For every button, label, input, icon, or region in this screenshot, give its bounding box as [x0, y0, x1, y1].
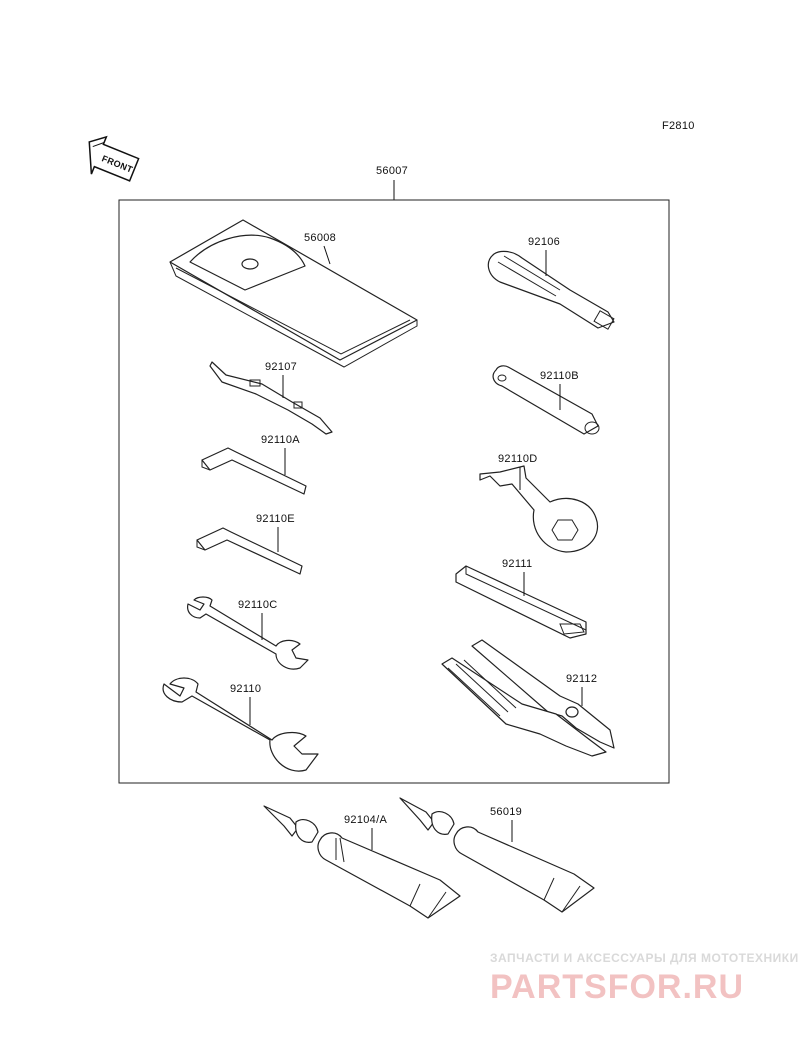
front-arrow-icon: FRONT — [88, 135, 140, 182]
label-92110c: 92110C — [238, 599, 278, 611]
label-92104a: 92104/A — [344, 814, 387, 826]
open-end-wrench-small-illustration — [187, 596, 309, 670]
open-end-wrench-large-illustration — [162, 677, 319, 772]
watermark-tagline: ЗАПЧАСТИ И АКСЕССУАРЫ ДЛЯ МОТОТЕХНИКИ — [490, 951, 799, 965]
label-92106: 92106 — [528, 236, 560, 248]
grease-tube-a-illustration — [263, 805, 461, 919]
box-spanner-illustration — [492, 365, 600, 435]
label-56008: 56008 — [304, 232, 336, 244]
label-92110b: 92110B — [540, 370, 579, 382]
screwdriver-bit-illustration — [209, 361, 333, 435]
grease-tube-b-illustration — [399, 797, 595, 913]
ring-wrench-illustration — [479, 465, 599, 553]
watermark-logo: PARTSFOR.RU — [490, 968, 744, 1006]
label-92107: 92107 — [265, 361, 297, 373]
assembly-label: 56007 — [376, 165, 408, 177]
label-92110d: 92110D — [498, 453, 538, 465]
screwdriver-handle-illustration — [487, 250, 615, 330]
pliers-illustration — [441, 639, 615, 757]
toolkit-frame — [118, 199, 670, 784]
extension-bar-illustration — [455, 565, 587, 639]
label-92111: 92111 — [502, 558, 532, 570]
tool-bag-illustration — [169, 219, 418, 368]
label-92110e: 92110E — [256, 513, 295, 525]
figure-code: F2810 — [662, 120, 695, 132]
hex-wrench-a-illustration — [201, 447, 307, 495]
label-56019: 56019 — [490, 806, 522, 818]
hex-wrench-e-illustration — [196, 527, 303, 575]
label-92110: 92110 — [230, 683, 261, 695]
label-92112: 92112 — [566, 673, 597, 685]
label-92110a: 92110A — [261, 434, 300, 446]
